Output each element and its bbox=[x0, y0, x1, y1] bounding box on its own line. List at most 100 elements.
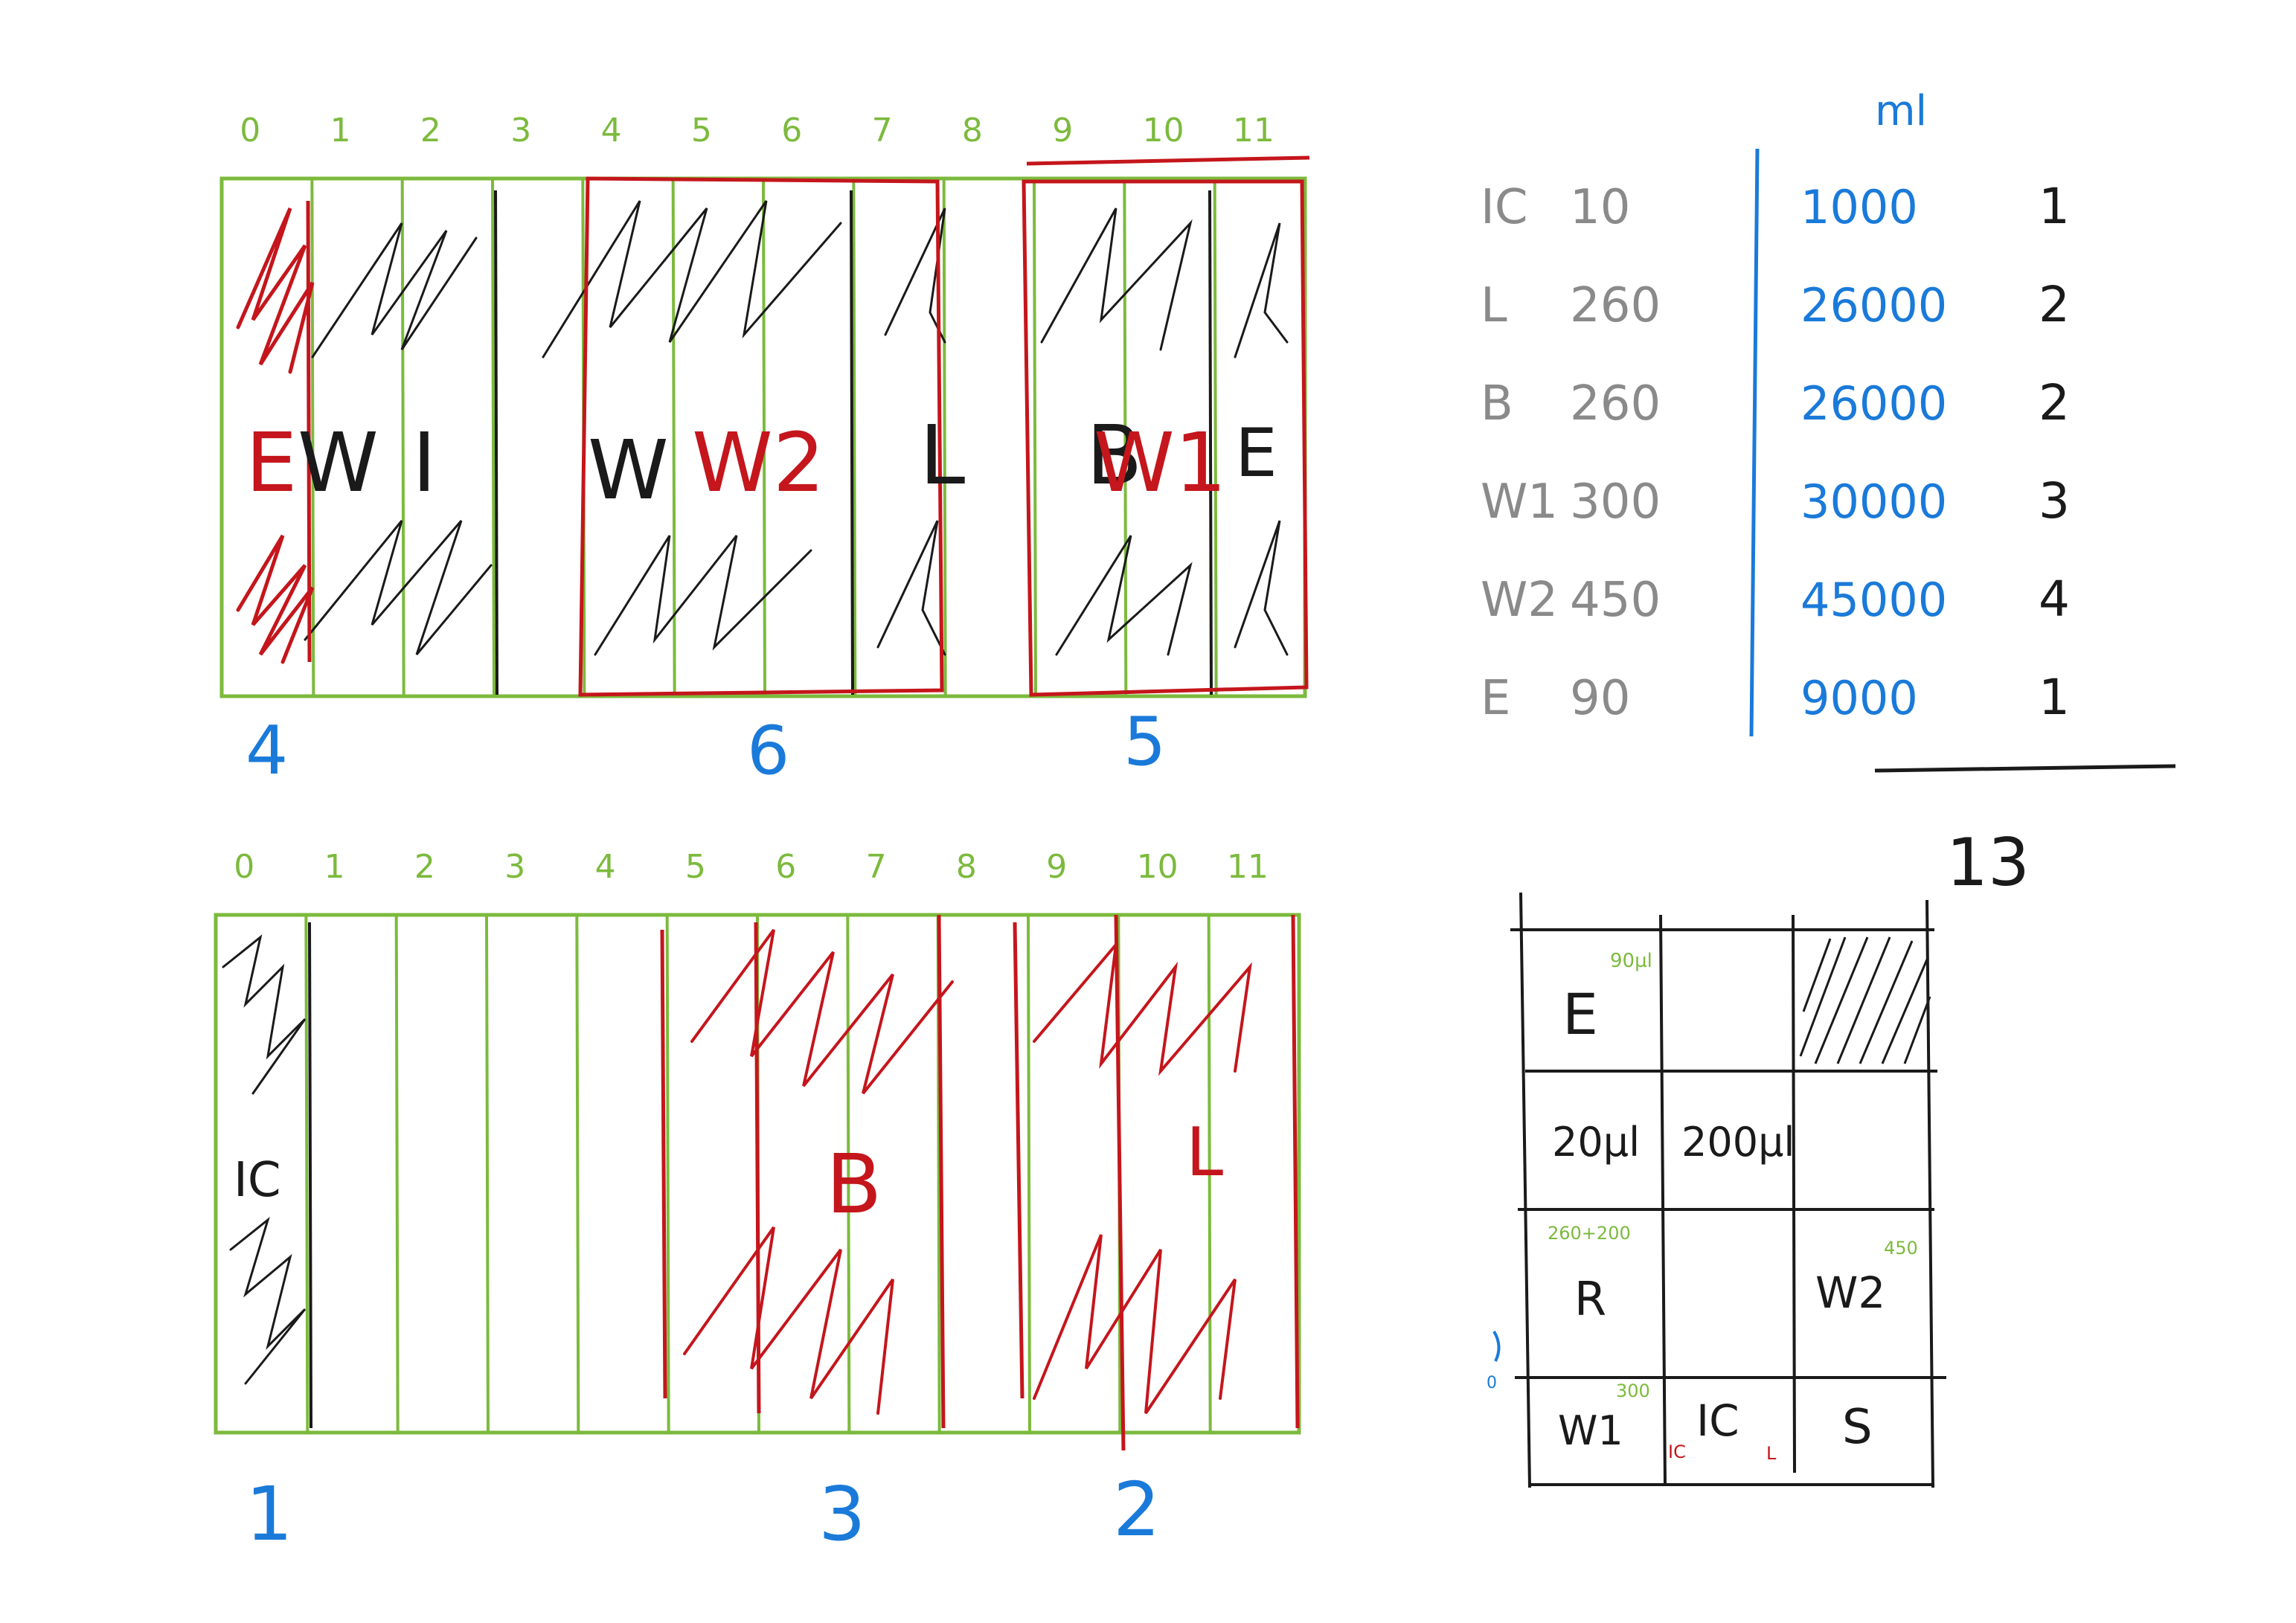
column-divider bbox=[846, 914, 851, 1433]
table-amount: 450 bbox=[1570, 573, 1661, 628]
cell-S: S bbox=[1842, 1400, 1873, 1455]
table-count: 1 bbox=[2039, 669, 2070, 726]
column-number: 4 bbox=[601, 112, 622, 150]
cell-E: E bbox=[1562, 981, 1598, 1047]
column-divider bbox=[400, 178, 405, 697]
group-count: 2 bbox=[1113, 1466, 1161, 1553]
table-name: W1 bbox=[1481, 475, 1558, 530]
column-divider bbox=[762, 178, 766, 697]
column-number: 3 bbox=[504, 848, 525, 886]
label-E-right: E bbox=[1235, 414, 1277, 492]
column-divider bbox=[575, 914, 580, 1433]
side-arc bbox=[1492, 1330, 1501, 1362]
label-L: L bbox=[920, 408, 965, 503]
plate-grid-lines bbox=[1510, 892, 1946, 1488]
column-divider bbox=[1123, 178, 1128, 697]
table-amount: 90 bbox=[1570, 671, 1630, 726]
column-number: 5 bbox=[691, 112, 712, 150]
rack-top-labels: E W I W W2 L B W1 E bbox=[246, 408, 1277, 518]
table-amount: 260 bbox=[1570, 376, 1661, 431]
label-W1: W1 bbox=[1094, 415, 1227, 510]
label-B: B bbox=[1086, 408, 1142, 503]
table-divider bbox=[1749, 148, 1760, 737]
table-amount: 260 bbox=[1570, 278, 1661, 333]
group-count: 4 bbox=[246, 712, 288, 790]
table-ml: 9000 bbox=[1800, 671, 1918, 725]
rack-top-dividers bbox=[310, 178, 1218, 697]
column-number: 7 bbox=[872, 112, 893, 150]
column-divider bbox=[1033, 178, 1037, 697]
column-divider bbox=[942, 178, 947, 697]
column-number: 6 bbox=[775, 848, 796, 886]
cell-IC-note-left: IC bbox=[1668, 1442, 1686, 1462]
black-divider bbox=[494, 190, 498, 695]
column-divider bbox=[665, 914, 670, 1433]
table-count: 2 bbox=[2039, 276, 2070, 333]
cell-W1-note: 300 bbox=[1616, 1381, 1650, 1401]
rack-top-group-counts: 4 6 5 bbox=[246, 703, 1166, 790]
column-number: 0 bbox=[234, 848, 254, 886]
cell-E-note: 90µl bbox=[1610, 950, 1652, 972]
rack-bottom-red-scribbles bbox=[683, 928, 1252, 1415]
label-B-bottom: B bbox=[826, 1137, 882, 1232]
side-mark: 0 bbox=[1487, 1374, 1497, 1392]
label-W-mid: W bbox=[588, 422, 669, 518]
total-count: 13 bbox=[1946, 824, 2030, 901]
column-number: 0 bbox=[240, 112, 260, 150]
column-divider bbox=[1027, 914, 1031, 1433]
table-count: 4 bbox=[2039, 571, 2070, 628]
cell-IC-note-right: L bbox=[1766, 1443, 1777, 1464]
column-number: 1 bbox=[324, 848, 345, 886]
table-ml: 45000 bbox=[1800, 573, 1947, 627]
table-count: 3 bbox=[2039, 472, 2070, 530]
group-count: 3 bbox=[818, 1471, 866, 1558]
table-ml: 30000 bbox=[1800, 475, 1947, 529]
column-number: 11 bbox=[1233, 112, 1274, 150]
group-count: 1 bbox=[246, 1471, 293, 1558]
black-divider bbox=[850, 190, 854, 695]
label-L-bottom: L bbox=[1186, 1113, 1223, 1192]
column-number: 9 bbox=[1052, 112, 1073, 150]
label-E-red: E bbox=[246, 415, 298, 510]
plate-grid: E 90µl 20µl 200µl R 260+200 W2 450 W1 30… bbox=[1487, 892, 1946, 1488]
column-number: 7 bbox=[866, 848, 887, 886]
cell-R: R bbox=[1574, 1272, 1606, 1326]
cell-W1: W1 bbox=[1558, 1407, 1623, 1454]
column-divider bbox=[671, 178, 676, 697]
table-name: E bbox=[1481, 671, 1510, 726]
table-name: B bbox=[1481, 376, 1513, 431]
table-amount: 300 bbox=[1570, 475, 1661, 530]
rack-top-red-scribbles bbox=[236, 207, 315, 664]
label-I: I bbox=[412, 415, 436, 510]
column-number: 9 bbox=[1046, 848, 1067, 886]
table-count: 2 bbox=[2039, 374, 2070, 431]
column-number: 2 bbox=[414, 848, 435, 886]
label-W: W bbox=[298, 415, 379, 510]
column-divider bbox=[1213, 178, 1218, 697]
rack-top-red-boxes bbox=[306, 155, 1310, 697]
rack-bottom-red-boxes bbox=[660, 914, 1300, 1451]
column-number: 5 bbox=[685, 848, 706, 886]
rack-bottom-black-scribbles bbox=[222, 934, 307, 1385]
column-divider bbox=[304, 914, 310, 1433]
column-divider bbox=[310, 178, 315, 697]
cell-20ul: 20µl bbox=[1552, 1119, 1640, 1166]
rack-bottom-group-counts: 1 3 2 bbox=[246, 1466, 1161, 1558]
column-number: 11 bbox=[1227, 848, 1269, 886]
group-count: 5 bbox=[1123, 703, 1166, 781]
column-number: 4 bbox=[595, 848, 616, 886]
table-count: 1 bbox=[2039, 178, 2070, 235]
black-divider bbox=[1208, 190, 1213, 695]
column-number: 10 bbox=[1143, 112, 1184, 150]
column-number: 6 bbox=[781, 112, 802, 150]
unit-header: ml bbox=[1875, 87, 1927, 135]
column-divider bbox=[485, 914, 490, 1433]
cell-IC: IC bbox=[1696, 1395, 1739, 1446]
table-amount: 10 bbox=[1570, 180, 1630, 235]
